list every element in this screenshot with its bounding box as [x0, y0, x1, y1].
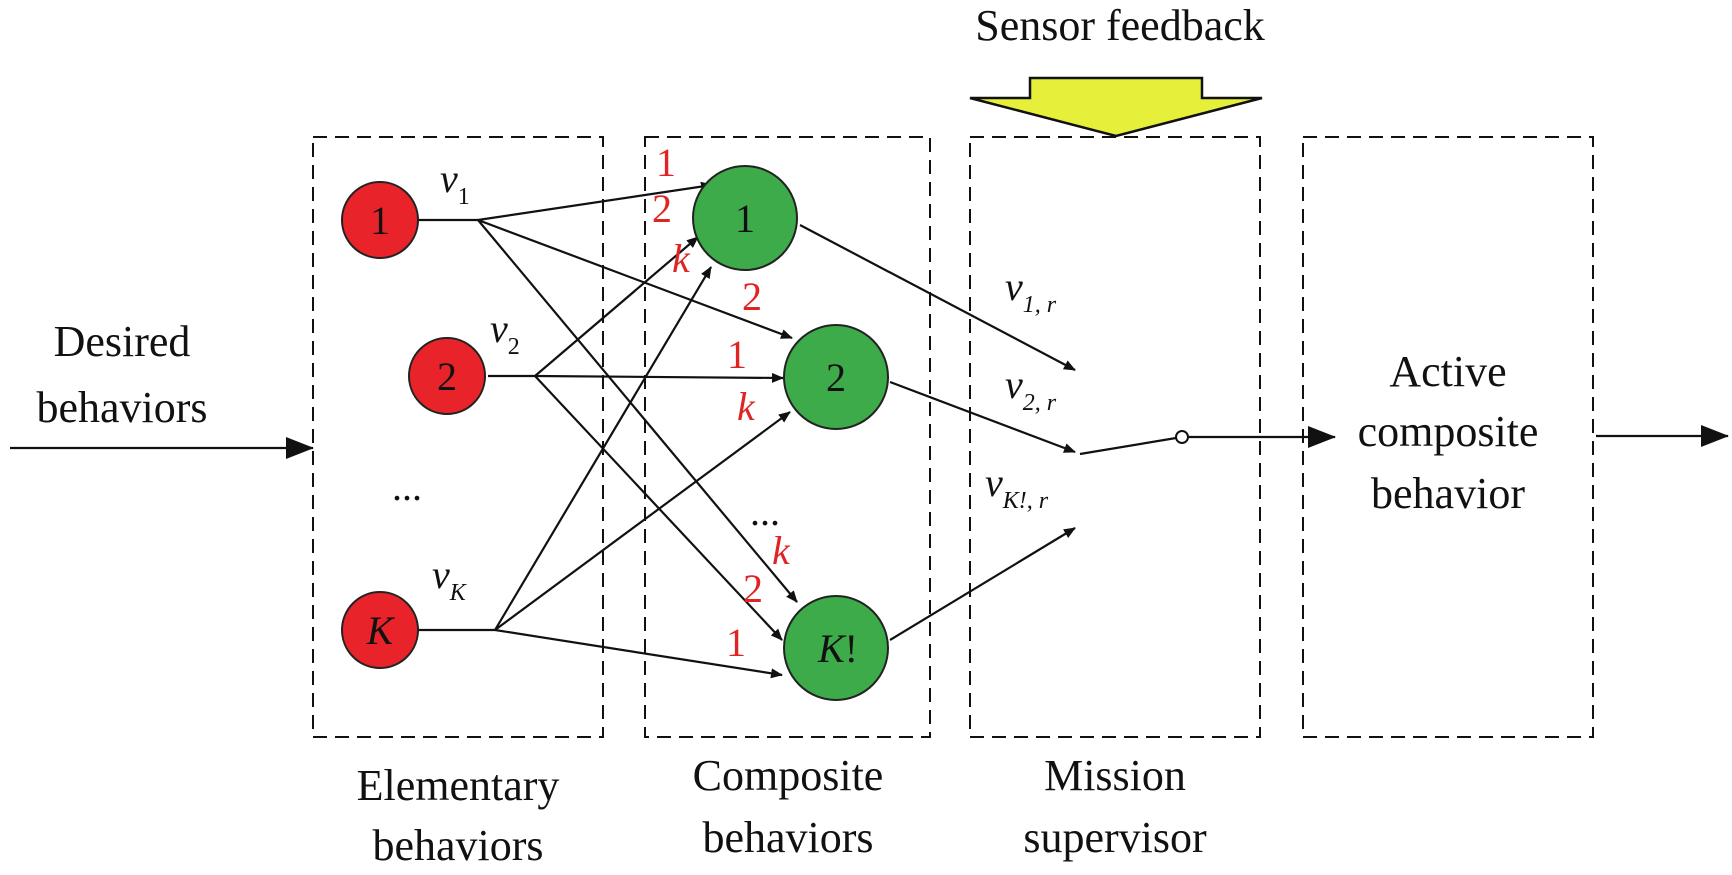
- index-c2-b: 1: [727, 332, 747, 377]
- composite-node-2-label: 2: [826, 355, 846, 400]
- edge-c1-to-v1r: [799, 224, 1076, 371]
- v2r-label: v2, r: [1005, 362, 1057, 416]
- composite-caption-line2: behaviors: [702, 813, 873, 862]
- active-label-line2: composite: [1358, 407, 1539, 456]
- mission-supervisor-box: [969, 136, 1261, 738]
- elementary-node-1-label: 1: [370, 198, 390, 243]
- elementary-node-k-label: K: [366, 608, 396, 653]
- index-c3-c: 1: [726, 620, 746, 665]
- index-c1-a: 1: [656, 140, 676, 185]
- composite-node-1-label: 1: [735, 196, 755, 241]
- edge-c2-to-v2r: [889, 380, 1076, 454]
- composite-behaviors-box: [644, 136, 931, 738]
- switch-pivot: [1175, 430, 1189, 444]
- active-label-line1: Active: [1389, 347, 1506, 396]
- elementary-ellipsis: ...: [392, 464, 422, 509]
- elementary-node-2: [408, 337, 486, 415]
- edge-v1-to-c3: [477, 219, 798, 603]
- mission-caption-line2: supervisor: [1023, 813, 1207, 862]
- composite-node-2: [783, 324, 889, 430]
- edge-c3-to-vkr: [889, 527, 1076, 641]
- vk-label: vK: [432, 552, 468, 606]
- sensor-feedback-arrow: [969, 76, 1263, 138]
- index-c1-c: k: [672, 236, 691, 281]
- edge-v1-to-c1: [477, 181, 713, 222]
- composite-ellipsis: ...: [750, 489, 780, 534]
- index-c3-b: 2: [743, 566, 763, 611]
- edge-vk-to-c3: [494, 628, 783, 679]
- composite-node-1: [692, 165, 798, 271]
- composite-node-kfact: [783, 595, 889, 701]
- index-c1-b: 2: [652, 186, 672, 231]
- active-label-line3: behavior: [1371, 469, 1525, 518]
- desired-behaviors-label-line2: behaviors: [36, 383, 207, 432]
- elementary-node-2-label: 2: [437, 354, 457, 399]
- index-c3-a: k: [772, 528, 791, 573]
- edge-vk-to-c2: [494, 411, 791, 631]
- elementary-caption-line2: behaviors: [372, 821, 543, 870]
- elementary-node-k: [341, 591, 419, 669]
- edge-v1-to-c2: [477, 218, 793, 340]
- composite-caption-line1: Composite: [693, 751, 884, 800]
- desired-behaviors-label-line1: Desired: [54, 317, 191, 366]
- switch-lever: [1079, 436, 1177, 456]
- edge-v2-to-c2: [534, 372, 784, 383]
- v1r-label: v1, r: [1005, 264, 1057, 318]
- sensor-feedback-label: Sensor feedback: [975, 1, 1265, 50]
- composite-node-kfact-label: K!: [817, 626, 858, 671]
- v2-label: v2: [490, 306, 520, 360]
- elementary-node-1: [341, 181, 419, 259]
- vkr-label: vK!, r: [985, 460, 1049, 514]
- index-c2-c: k: [737, 384, 756, 429]
- index-c2-a: 2: [742, 274, 762, 319]
- elementary-caption-line1: Elementary: [357, 761, 560, 810]
- edge-vk-to-c1: [494, 266, 712, 631]
- mission-caption-line1: Mission: [1044, 751, 1186, 800]
- edge-v2-to-c1: [534, 236, 699, 377]
- v1-label: v1: [440, 156, 470, 210]
